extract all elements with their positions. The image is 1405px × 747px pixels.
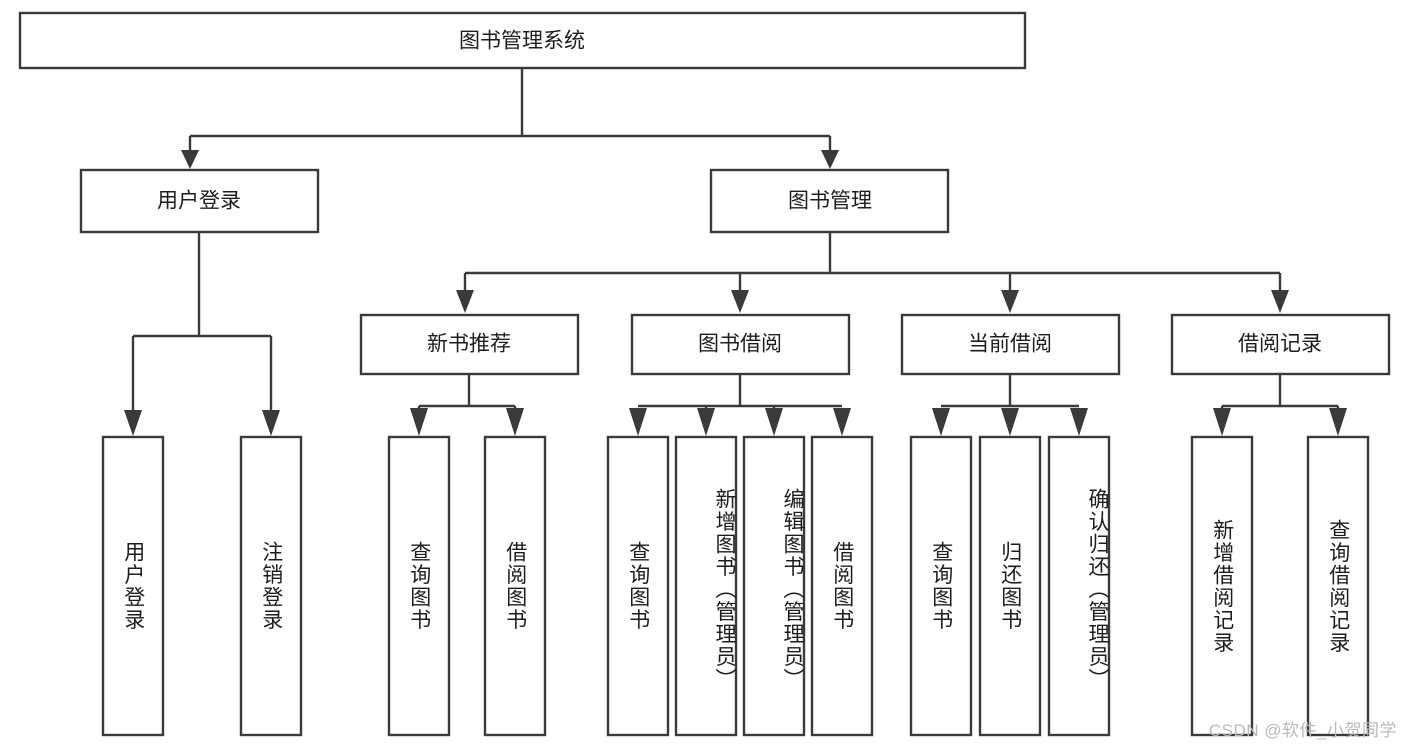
leaf-box-user-login-0[interactable] — [101, 435, 165, 737]
arrow-book-to-c3 — [1001, 290, 1019, 313]
connector-group-borrow-record — [1213, 374, 1347, 436]
leaf-box-borrow-record-0[interactable] — [1190, 435, 1254, 737]
arrow-record-l2 — [1329, 408, 1347, 436]
leaf-box-current-borrow-1[interactable] — [978, 435, 1042, 737]
leaf-label-new-book-1: 借阅图书 — [503, 541, 527, 631]
leaf-box-book-borrow-2[interactable] — [742, 435, 806, 737]
leaf-box-new-book-1[interactable] — [483, 435, 547, 737]
leaf-label-user-login-1: 注销登录 — [259, 541, 283, 631]
node-book-borrow-label: 图书借阅 — [698, 333, 782, 356]
arrow-newbook-l1 — [410, 408, 428, 436]
leaf-box-book-borrow-1[interactable] — [674, 435, 738, 737]
node-book-management-label: 图书管理 — [788, 190, 872, 213]
arrow-current-l1 — [932, 408, 950, 436]
arrow-borrow-l2 — [697, 408, 715, 436]
arrow-user-leaf2 — [262, 410, 280, 436]
arrow-book-to-c4 — [1271, 290, 1289, 313]
leaf-label-book-borrow-3: 借阅图书 — [830, 541, 854, 631]
leaf-box-new-book-0[interactable] — [387, 435, 451, 737]
leaf-label-current-borrow-1: 归还图书 — [998, 541, 1022, 631]
leaf-box-book-borrow-3[interactable] — [810, 435, 874, 737]
arrow-root-to-user — [181, 150, 199, 169]
leaf-box-current-borrow-0[interactable] — [909, 435, 973, 737]
leaf-label-book-borrow-2: 编辑图书（管理员） — [781, 487, 804, 691]
leaf-label-borrow-record-0: 新增借阅记录 — [1210, 518, 1234, 654]
arrow-borrow-l4 — [833, 408, 851, 436]
leaf-label-current-borrow-2: 确认归还（管理员） — [1086, 487, 1109, 691]
connector-group-book-management — [456, 232, 1289, 313]
arrow-user-leaf1 — [124, 410, 142, 436]
arrow-book-to-c2 — [731, 290, 749, 313]
connector-group-new-book — [410, 374, 524, 436]
node-user-login-label: 用户登录 — [157, 190, 241, 213]
arrow-newbook-l2 — [506, 408, 524, 436]
arrow-borrow-l3 — [765, 408, 783, 436]
node-current-borrow-label: 当前借阅 — [968, 333, 1052, 356]
node-new-book-recommend-box[interactable] — [359, 313, 580, 376]
arrow-book-to-c1 — [456, 290, 474, 313]
connector-group-book-borrow — [629, 374, 851, 436]
arrow-current-l2 — [1001, 408, 1019, 436]
leaf-box-user-login-1[interactable] — [239, 435, 303, 737]
arrow-record-l1 — [1213, 408, 1231, 436]
leaf-label-book-borrow-1: 新增图书（管理员） — [713, 487, 736, 691]
leaf-label-current-borrow-0: 查询图书 — [929, 541, 953, 631]
leaf-box-borrow-record-1[interactable] — [1306, 435, 1370, 737]
watermark-text: CSDN @软件_小贺同学 — [1208, 721, 1397, 740]
leaf-box-book-borrow-0[interactable] — [606, 435, 670, 737]
node-borrow-record-label: 借阅记录 — [1238, 333, 1322, 356]
leaf-label-book-borrow-0: 查询图书 — [626, 541, 650, 631]
connector-group-current-borrow — [932, 374, 1088, 436]
node-borrow-record-box[interactable] — [1170, 313, 1391, 376]
node-new-book-recommend-label: 新书推荐 — [427, 333, 511, 356]
node-current-borrow-box[interactable] — [900, 313, 1121, 376]
leaf-label-new-book-0: 查询图书 — [407, 541, 431, 631]
leaf-label-user-login-0: 用户登录 — [121, 541, 145, 631]
connector-group-user-login — [124, 232, 280, 436]
leaf-label-borrow-record-1: 查询借阅记录 — [1326, 518, 1350, 654]
node-root-box[interactable] — [18, 11, 1027, 70]
node-book-management-box[interactable] — [709, 168, 950, 234]
node-book-borrow-box[interactable] — [630, 313, 851, 376]
arrow-borrow-l1 — [629, 408, 647, 436]
arrow-current-l3 — [1070, 408, 1088, 436]
node-user-login-box[interactable] — [79, 168, 320, 234]
connector-group-root — [181, 68, 839, 169]
node-root-label: 图书管理系统 — [459, 30, 585, 53]
leaf-box-current-borrow-2[interactable] — [1047, 435, 1111, 737]
arrow-root-to-book — [821, 150, 839, 169]
